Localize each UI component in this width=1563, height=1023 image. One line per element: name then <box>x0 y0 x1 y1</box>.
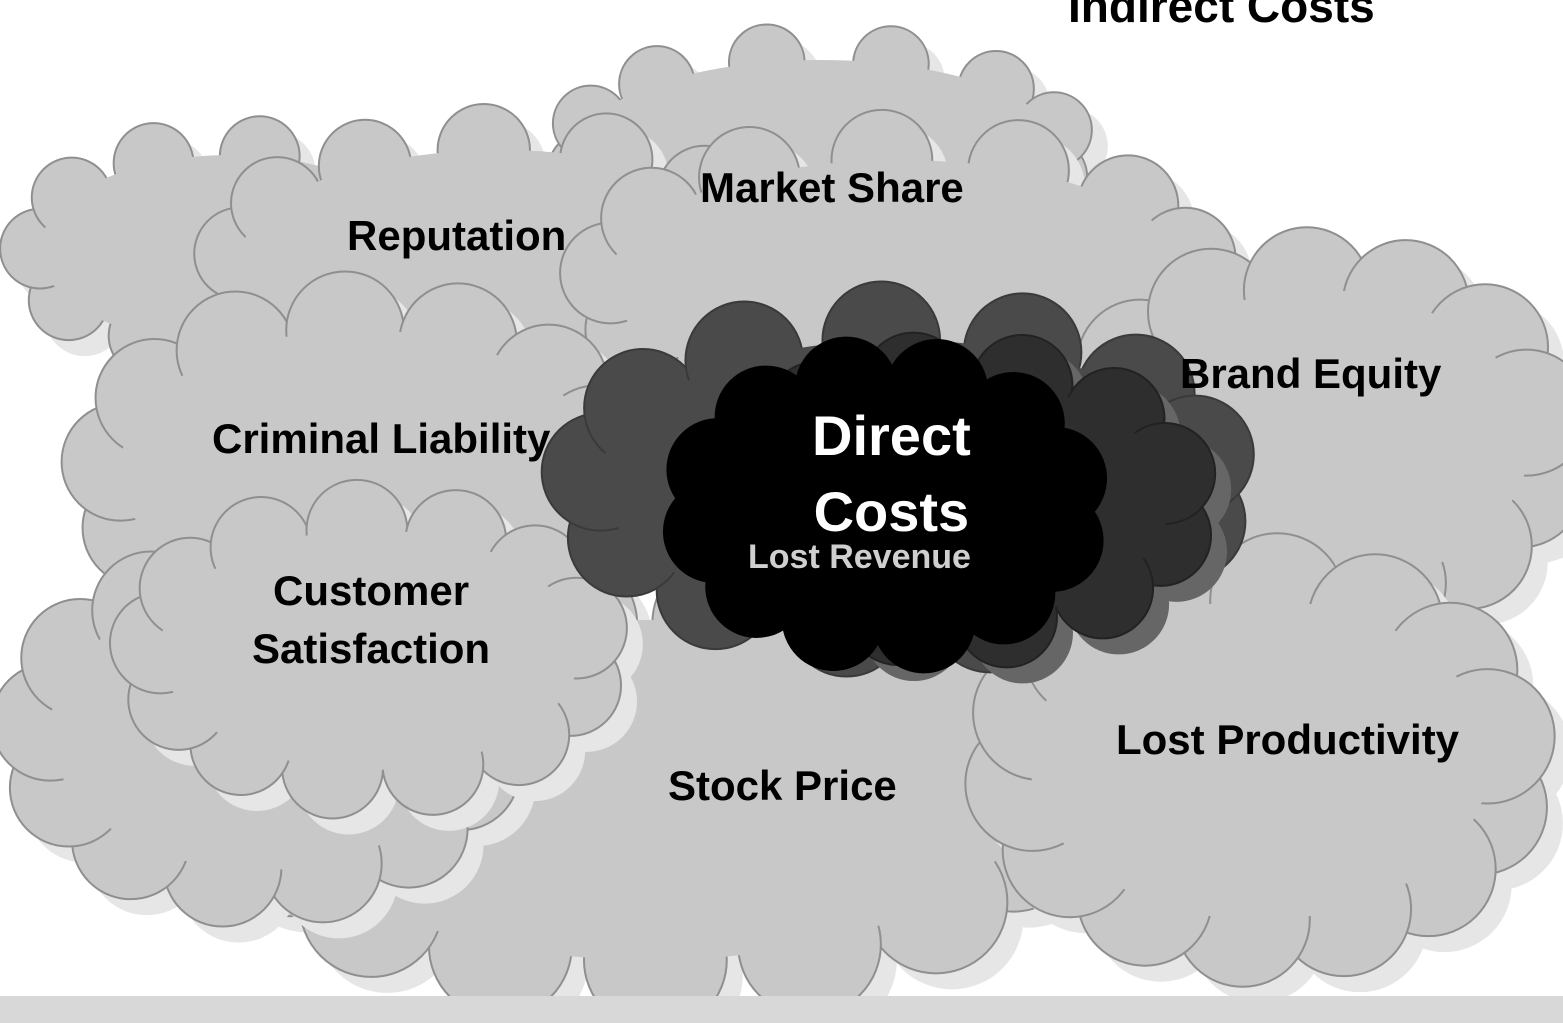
label-stock-price: Stock Price <box>668 762 897 809</box>
label-reputation: Reputation <box>347 212 567 259</box>
bottom-bar <box>0 996 1563 1023</box>
label-direct-costs: Direct Costs <box>812 398 971 550</box>
cloud-lost-productivity <box>964 532 1563 1003</box>
cloud-direct-core <box>662 336 1108 674</box>
label-direct-line1: Direct <box>812 404 971 467</box>
label-market-share: Market Share <box>700 164 964 211</box>
label-customer-satisfaction: Customer Satisfaction <box>252 562 490 678</box>
label-lost-revenue: Lost Revenue <box>748 538 971 576</box>
label-lost-productivity: Lost Productivity <box>1116 716 1460 763</box>
label-customer-line2: Satisfaction <box>252 625 491 672</box>
diagram-title: Indirect Costs <box>1068 0 1375 32</box>
label-criminal-liability: Criminal Liability <box>212 415 551 462</box>
label-customer-line1: Customer <box>273 567 470 614</box>
cloud-customer <box>108 478 643 835</box>
label-brand-equity: Brand Equity <box>1180 350 1442 397</box>
label-direct-line2: Costs <box>813 480 970 543</box>
